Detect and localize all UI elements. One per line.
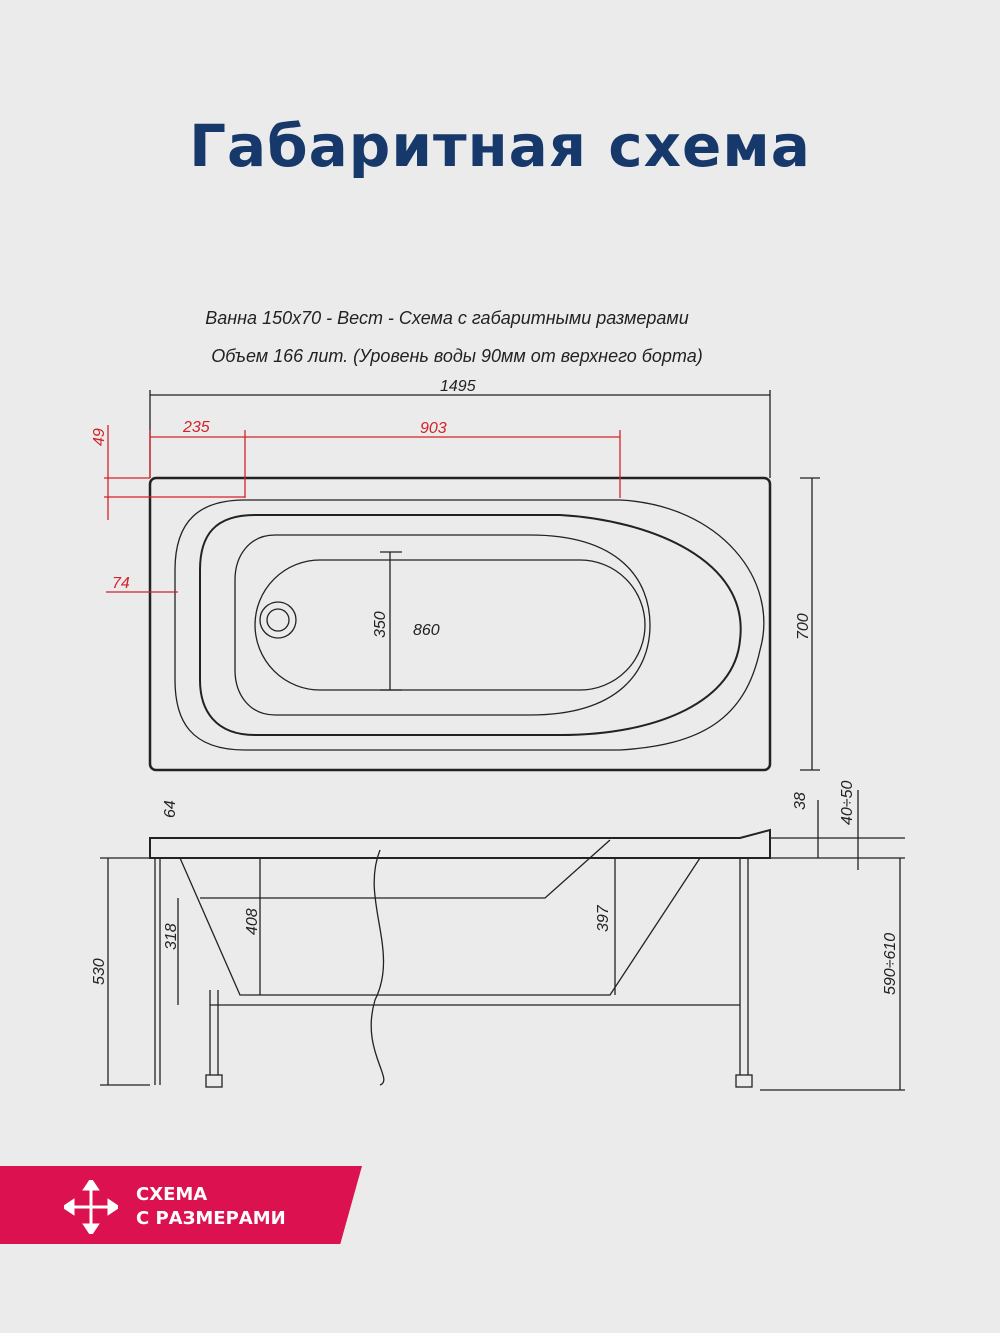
dim-235: 235: [182, 419, 210, 436]
dim-903: 903: [420, 420, 447, 437]
dim-408: 408: [244, 908, 261, 935]
badge-line1: СХЕМА: [136, 1184, 208, 1205]
dim-318: 318: [163, 923, 180, 950]
dim-860: 860: [413, 622, 440, 639]
dim-49: 49: [91, 428, 108, 446]
dim-64: 64: [162, 800, 179, 818]
side-view: [100, 790, 905, 1091]
dim-width: 700: [795, 613, 812, 640]
page-title: Габаритная схема: [189, 112, 811, 180]
red-dimensions: [104, 425, 621, 593]
dimensions-badge: СХЕМА С РАЗМЕРАМИ: [0, 1166, 362, 1244]
move-arrows-icon: [64, 1180, 118, 1234]
dim-40-50: 40÷50: [839, 781, 856, 825]
dim-590-610: 590÷610: [882, 933, 899, 995]
dim-38: 38: [792, 792, 809, 810]
dim-length: 1495: [440, 378, 476, 395]
dim-74: 74: [112, 575, 130, 592]
dim-397: 397: [595, 904, 612, 932]
drawing-caption-volume: Объем 166 лит. (Уровень воды 90мм от вер…: [211, 346, 703, 366]
dim-350: 350: [372, 611, 389, 638]
drawing-caption-title: Ванна 150x70 - Вест - Схема с габаритным…: [205, 308, 689, 328]
dim-530: 530: [91, 958, 108, 985]
badge-line2: С РАЗМЕРАМИ: [136, 1208, 286, 1229]
top-view: [148, 390, 820, 772]
